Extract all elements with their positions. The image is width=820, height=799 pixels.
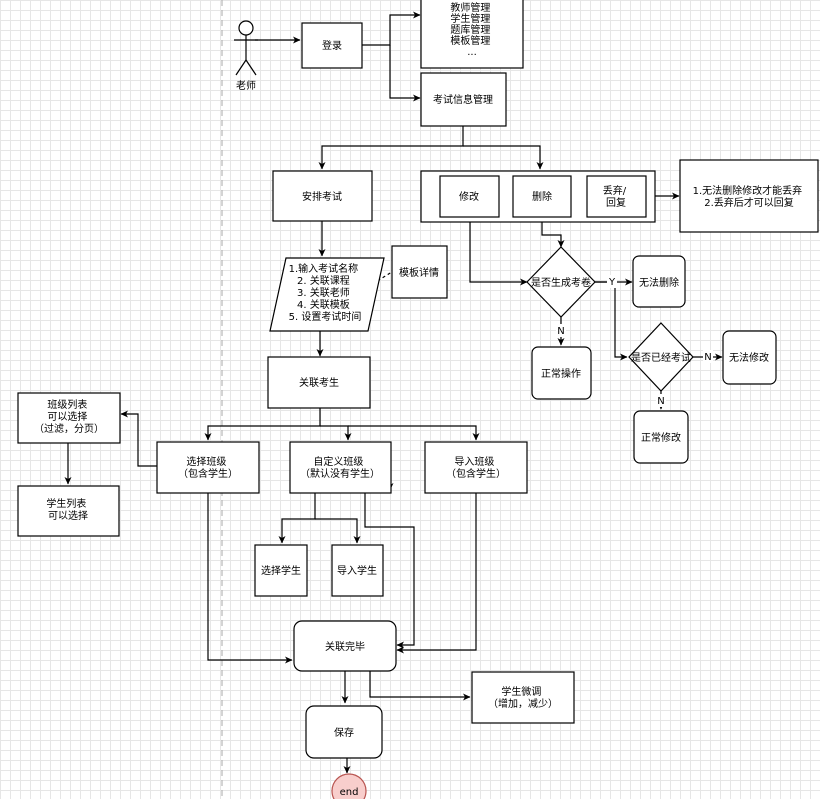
template-detail-box[interactable]: 模板详情 bbox=[391, 245, 448, 299]
delete-label: 删除 bbox=[532, 190, 552, 203]
exam-info-box[interactable]: 考试信息管理 bbox=[420, 72, 507, 127]
decision-exam-generated-label: 是否生成考卷 bbox=[531, 276, 591, 289]
cannot-delete-box[interactable]: 无法删除 bbox=[632, 255, 686, 308]
delete-box[interactable]: 删除 bbox=[512, 175, 572, 218]
svg-text:1.输入考试名称 2. 关联课程 3: 1.输入考试名称 2. 关联课程 3. 关联老师 4. 关联模板 5. 设置考试… bbox=[289, 262, 362, 323]
svg-text:自定义班级 （默认没有学生）: 自定义班级 （默认没有学生） bbox=[300, 455, 380, 480]
actor-label: 老师 bbox=[236, 79, 256, 92]
link-students-label: 关联考生 bbox=[299, 376, 339, 389]
class-list-line: （过滤，分页） bbox=[34, 422, 104, 435]
login-box[interactable]: 登录 bbox=[301, 22, 363, 69]
import-class-box[interactable]: 导入班级 （包含学生） bbox=[424, 441, 528, 494]
template-detail-label: 模板详情 bbox=[399, 266, 439, 279]
step-line: 2. 关联课程 bbox=[297, 274, 350, 287]
normal-modify-label: 正常修改 bbox=[641, 431, 681, 444]
import-student-label: 导入学生 bbox=[337, 564, 377, 577]
edge-label-no: N bbox=[557, 326, 564, 337]
custom-class-line: （默认没有学生） bbox=[300, 467, 380, 480]
normal-modify-box[interactable]: 正常修改 bbox=[633, 410, 689, 464]
edge-label-no: N bbox=[657, 396, 664, 407]
select-student-box[interactable]: 选择学生 bbox=[254, 544, 308, 597]
note-box: 1.无法删除修改才能丢弃 2.丢弃后才可以回复 bbox=[679, 159, 819, 233]
class-list-line: 班级列表 bbox=[47, 398, 87, 411]
schedule-exam-label: 安排考试 bbox=[302, 190, 342, 203]
adjust-line: （增加，减少） bbox=[488, 697, 558, 710]
discard-label: 丢弃/ bbox=[603, 184, 627, 197]
end-label: end bbox=[340, 787, 359, 798]
decision-exam-generated[interactable]: 是否生成考卷 bbox=[526, 246, 596, 318]
svg-text:丢弃/ 回复: 丢弃/ 回复 bbox=[603, 184, 630, 209]
mgmt-item: ... bbox=[467, 47, 477, 58]
exam-info-label: 考试信息管理 bbox=[433, 93, 493, 106]
class-list-box[interactable]: 班级列表 可以选择 （过滤，分页） bbox=[17, 392, 121, 444]
save-box[interactable]: 保存 bbox=[305, 705, 383, 759]
end-node: end bbox=[331, 773, 367, 799]
student-list-line: 可以选择 bbox=[48, 509, 88, 522]
normal-op-box[interactable]: 正常操作 bbox=[531, 346, 592, 400]
save-label: 保存 bbox=[334, 726, 354, 739]
step-line: 3. 关联老师 bbox=[297, 286, 350, 299]
cannot-modify-label: 无法修改 bbox=[729, 351, 769, 364]
modify-box[interactable]: 修改 bbox=[439, 175, 500, 218]
mgmt-item: 题库管理 bbox=[450, 23, 490, 36]
svg-text:1.无法删除修改才能丢弃 2.丢弃后才可以回复: 1.无法删除修改才能丢弃 2.丢弃后才可以回复 bbox=[693, 184, 806, 209]
discard-box[interactable]: 丢弃/ 回复 bbox=[586, 175, 647, 218]
management-list-box[interactable]: 教师管理 学生管理 题库管理 模板管理 ... bbox=[420, 0, 524, 69]
import-class-line: （包含学生） bbox=[446, 467, 506, 480]
svg-text:班级列表 可以选择 （过滤，分页）: 班级列表 可以选择 （过滤，分页） bbox=[34, 398, 104, 435]
svg-text:教师管理 学生管理 题库管理: 教师管理 学生管理 题库管理 模板管理 ... bbox=[450, 1, 493, 58]
link-done-box[interactable]: 关联完毕 bbox=[293, 620, 397, 672]
custom-class-box[interactable]: 自定义班级 （默认没有学生） bbox=[289, 441, 392, 494]
link-done-label: 关联完毕 bbox=[325, 640, 365, 653]
svg-text:导入班级 （包含学生）: 导入班级 （包含学生） bbox=[446, 456, 506, 480]
class-list-line: 可以选择 bbox=[47, 410, 87, 423]
student-list-box[interactable]: 学生列表 可以选择 bbox=[17, 485, 120, 537]
mgmt-item: 学生管理 bbox=[450, 12, 490, 25]
step-line: 4. 关联模板 bbox=[297, 298, 350, 311]
note-line: 1.无法删除修改才能丢弃 bbox=[693, 184, 803, 197]
actor-teacher bbox=[234, 20, 258, 76]
select-class-box[interactable]: 选择班级 （包含学生） bbox=[156, 441, 260, 494]
mgmt-item: 模板管理 bbox=[450, 34, 490, 47]
edges bbox=[64, 11, 723, 774]
edge-label-no: N bbox=[704, 352, 711, 363]
mgmt-item: 教师管理 bbox=[450, 1, 490, 14]
svg-text:选择班级 （包含学生）: 选择班级 （包含学生） bbox=[178, 455, 238, 480]
svg-text:学生列表 可以选择: 学生列表 可以选择 bbox=[46, 497, 89, 522]
decision-exam-taken-label: 是否已经考试 bbox=[631, 351, 691, 364]
decision-exam-taken[interactable]: 是否已经考试 bbox=[628, 322, 694, 392]
step-line: 5. 设置考试时间 bbox=[289, 310, 362, 323]
custom-class-line: 自定义班级 bbox=[313, 455, 363, 468]
login-label: 登录 bbox=[322, 39, 342, 52]
cannot-modify-box[interactable]: 无法修改 bbox=[722, 330, 777, 385]
restore-label: 回复 bbox=[606, 196, 626, 209]
adjust-students-box[interactable]: 学生微调 （增加，减少） bbox=[471, 671, 575, 724]
cannot-delete-label: 无法删除 bbox=[639, 276, 679, 289]
select-class-line: 选择班级 bbox=[186, 455, 226, 468]
link-students-box[interactable]: 关联考生 bbox=[267, 356, 371, 409]
note-line: 2.丢弃后才可以回复 bbox=[704, 196, 794, 209]
svg-text:学生微调 （增加，减少）: 学生微调 （增加，减少） bbox=[488, 685, 558, 710]
adjust-line: 学生微调 bbox=[501, 685, 541, 698]
import-class-line: 导入班级 bbox=[454, 456, 494, 468]
steps-parallelogram[interactable]: 1.输入考试名称 2. 关联课程 3. 关联老师 4. 关联模板 5. 设置考试… bbox=[269, 257, 385, 332]
step-line: 1.输入考试名称 bbox=[289, 262, 359, 275]
select-class-line: （包含学生） bbox=[178, 467, 238, 480]
schedule-exam-box[interactable]: 安排考试 bbox=[272, 170, 373, 222]
import-student-box[interactable]: 导入学生 bbox=[331, 544, 384, 597]
edge-label-yes: Y bbox=[608, 277, 616, 288]
modify-label: 修改 bbox=[459, 190, 479, 203]
student-list-line: 学生列表 bbox=[46, 497, 86, 510]
select-student-label: 选择学生 bbox=[261, 564, 301, 577]
normal-op-label: 正常操作 bbox=[541, 367, 581, 380]
